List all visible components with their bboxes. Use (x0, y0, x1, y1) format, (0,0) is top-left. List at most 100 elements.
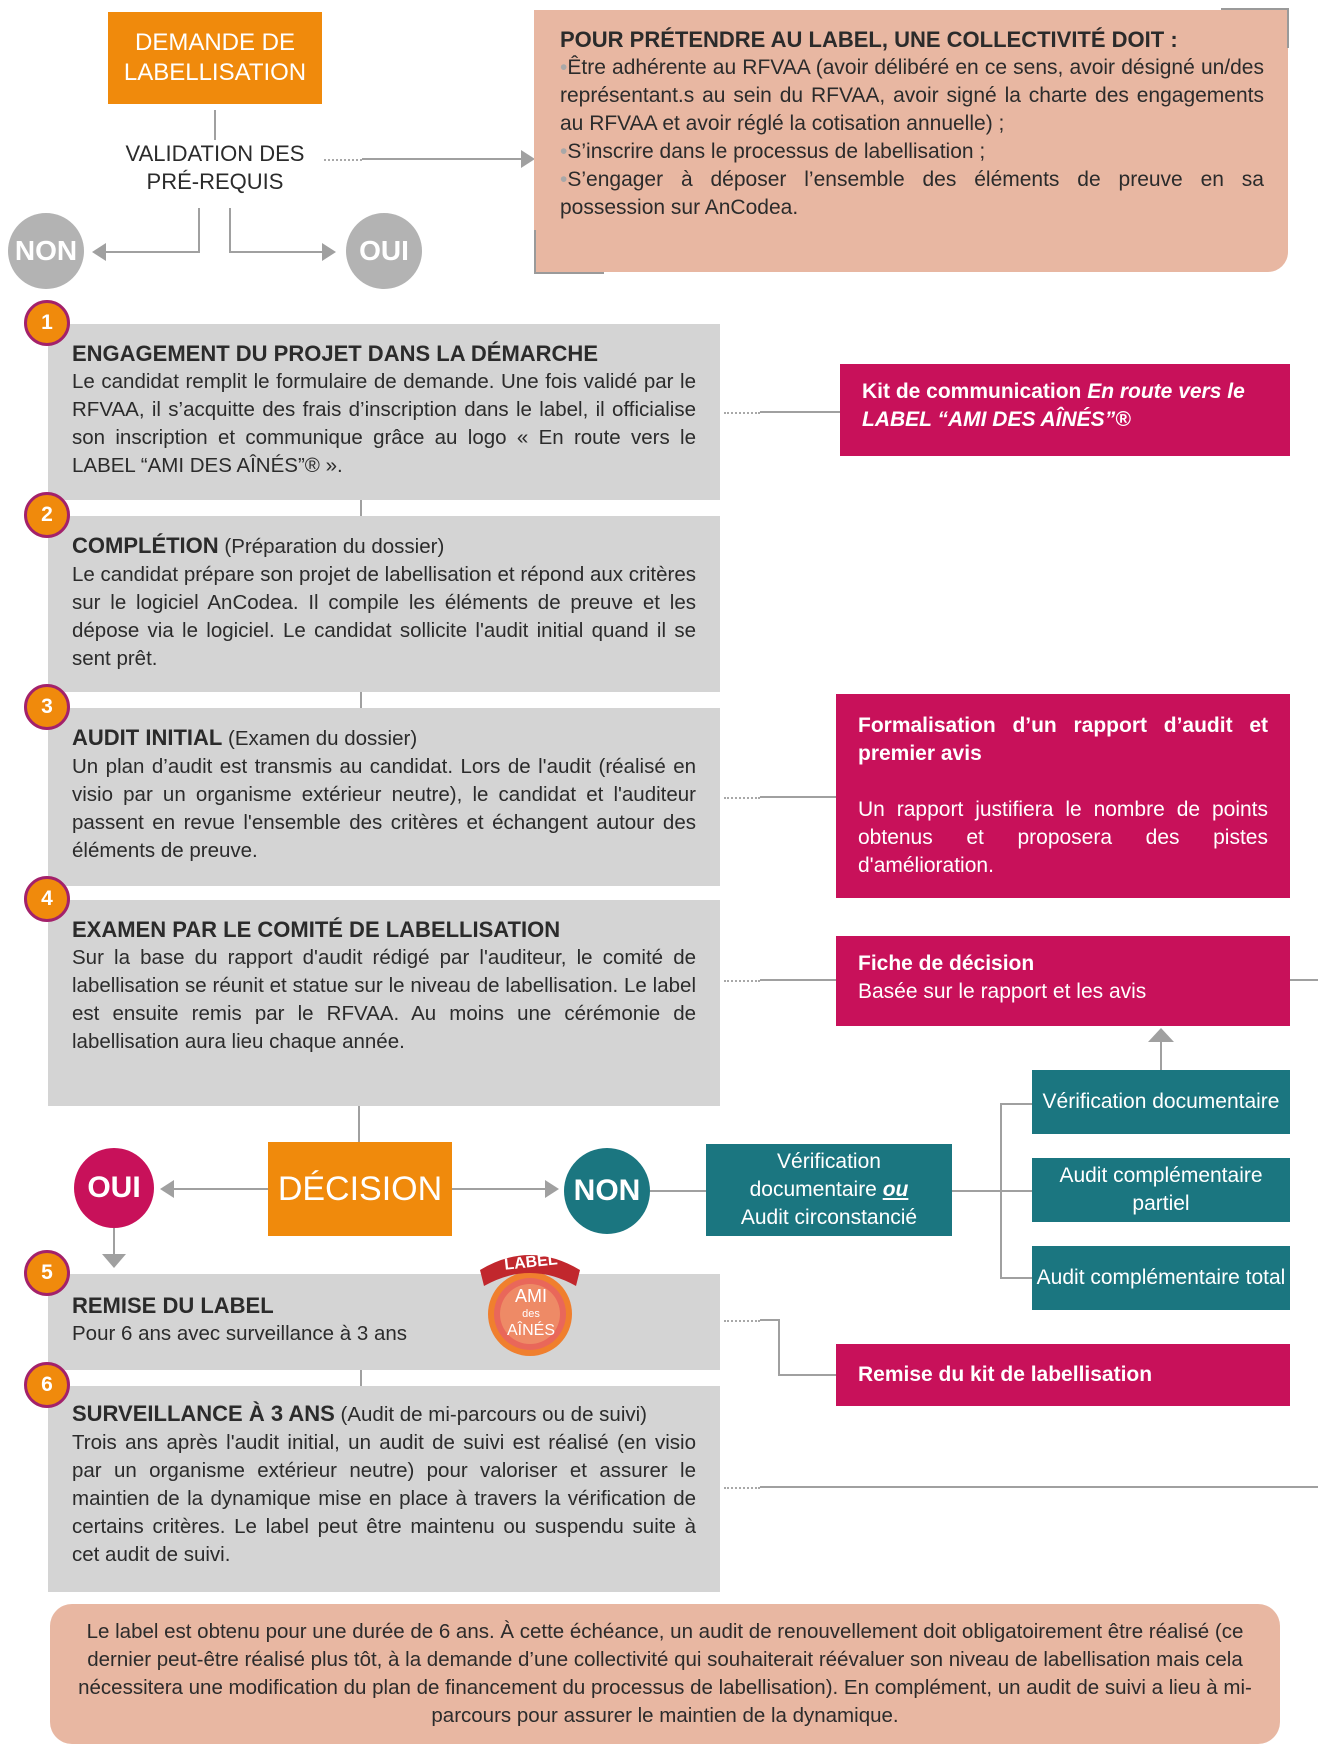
step-3-number: 3 (24, 684, 70, 730)
arrow-left-icon (92, 243, 106, 261)
step-1-body: Le candidat remplit le formulaire de dem… (72, 370, 696, 477)
step-2-number: 2 (24, 492, 70, 538)
prerequis-item: •S’inscrire dans le processus de labelli… (560, 140, 986, 163)
connector (1000, 1190, 1032, 1192)
connector (360, 692, 362, 708)
connector (360, 1370, 362, 1386)
bullet-icon: • (560, 140, 568, 163)
fiche-decision-box: Fiche de décision Basée sur le rapport e… (836, 936, 1290, 1026)
decision-label: DÉCISION (277, 1170, 443, 1208)
remise-kit-box: Remise du kit de labellisation (836, 1344, 1290, 1406)
connector (198, 208, 200, 252)
step-5-body: Pour 6 ans avec surveillance à 3 ans (72, 1322, 408, 1345)
fiche-title: Fiche de décision (858, 952, 1035, 975)
verif-line3: Audit circonstancié (740, 1206, 918, 1229)
oui-decision-circle: OUI (74, 1148, 154, 1228)
option-audit-partiel: Audit complémentaire partiel (1032, 1158, 1290, 1222)
connector (358, 1106, 360, 1142)
kit-comm-italic: En route vers le LABEL “AMI DES AÎNÉS”® (862, 380, 1245, 431)
footer-text: Le label est obtenu pour une durée de 6 … (78, 1620, 1252, 1727)
connector (104, 251, 200, 253)
connector (174, 1188, 268, 1190)
oui-circle: OUI (346, 213, 422, 289)
connector (1000, 1277, 1032, 1279)
step-5-title: REMISE DU LABEL (72, 1293, 274, 1318)
connector-dots (724, 1487, 760, 1489)
bullet-icon: • (560, 56, 568, 79)
step-2-title: COMPLÉTION (Préparation du dossier) (72, 533, 445, 558)
prerequis-item: •Être adhérente au RFVAA (avoir délibéré… (560, 56, 1264, 135)
demande-line1: DEMANDE DE (134, 29, 296, 56)
connector-dots (724, 797, 760, 799)
rapport-title: Formalisation d’un rapport d’audit et pr… (858, 714, 1268, 765)
kit-comm-prefix: Kit de communication (862, 380, 1088, 403)
step-2-body: Le candidat prépare son projet de labell… (72, 563, 696, 670)
connector (1290, 979, 1318, 981)
demande-labellisation-box: DEMANDE DE LABELLISATION (108, 12, 322, 104)
connector-dots (724, 980, 760, 982)
prerequis-title: POUR PRÉTENDRE AU LABEL, UNE COLLECTIVIT… (560, 27, 1178, 52)
remise-kit-label: Remise du kit de labellisation (858, 1363, 1153, 1386)
connector (760, 1486, 1318, 1488)
verif-line1: Vérification (777, 1150, 881, 1173)
verif-line2: documentaire ou (749, 1178, 909, 1201)
validation-prerequis: VALIDATION DES PRÉ-REQUIS (108, 140, 322, 196)
step-1-box: ENGAGEMENT DU PROJET DANS LA DÉMARCHE Le… (48, 324, 720, 500)
step-6-number: 6 (24, 1362, 70, 1408)
connector (650, 1190, 706, 1192)
connector-dots (724, 412, 760, 414)
step-6-body: Trois ans après l'audit initial, un audi… (72, 1431, 696, 1566)
step-6-box: SURVEILLANCE À 3 ANS (Audit de mi-parcou… (48, 1386, 720, 1592)
prerequis-item: •S’engager à déposer l’ensemble des élém… (560, 168, 1264, 219)
non-decision-label: NON (573, 1174, 641, 1207)
label-ami-des-aines-logo: LABEL AMI des AÎNÉS (472, 1240, 590, 1364)
connector (1160, 1040, 1162, 1070)
connector (778, 1319, 780, 1375)
connector (760, 1319, 780, 1321)
logo-graphic (480, 1255, 580, 1356)
arrow-right-icon (545, 1180, 559, 1198)
connector (760, 796, 836, 798)
step-1-title: ENGAGEMENT DU PROJET DANS LA DÉMARCHE (72, 341, 598, 366)
logo-mid-text: AMI (514, 1286, 547, 1306)
corner-line (1287, 8, 1289, 48)
connector-dots (324, 159, 362, 161)
fiche-body: Basée sur le rapport et les avis (858, 980, 1147, 1003)
step-5-number: 5 (24, 1250, 70, 1296)
connector (760, 979, 836, 981)
validation-line1: VALIDATION DES (125, 141, 305, 166)
logo-bottom-text: AÎNÉS (506, 1322, 555, 1339)
step-2-box: COMPLÉTION (Préparation du dossier) Le c… (48, 516, 720, 692)
logo-small-text: des (522, 1308, 540, 1320)
connector (229, 208, 231, 252)
connector (1000, 1103, 1032, 1105)
step-3-box: AUDIT INITIAL (Examen du dossier) Un pla… (48, 708, 720, 886)
prerequis-box: POUR PRÉTENDRE AU LABEL, UNE COLLECTIVIT… (534, 10, 1288, 272)
corner-line (1221, 8, 1289, 10)
connector (778, 1374, 836, 1376)
arrow-right-icon (521, 150, 535, 168)
arrow-down-icon (102, 1254, 126, 1268)
rapport-body: Un rapport justifiera le nombre de point… (858, 798, 1268, 877)
step-4-title: EXAMEN PAR LE COMITÉ DE LABELLISATION (72, 917, 561, 942)
option-verif-documentaire: Vérification documentaire (1032, 1070, 1290, 1134)
validation-line2: PRÉ-REQUIS (146, 169, 284, 194)
corner-line (534, 272, 604, 274)
connector (952, 1190, 1000, 1192)
connector (362, 158, 522, 160)
connector (214, 110, 216, 140)
non-label: NON (14, 235, 78, 266)
decision-box: DÉCISION (268, 1142, 452, 1236)
connector (452, 1188, 546, 1190)
oui-label: OUI (359, 235, 409, 266)
arrow-right-icon (322, 243, 336, 261)
connector (360, 500, 362, 516)
option-audit-total: Audit complémentaire total (1032, 1246, 1290, 1310)
rapport-audit-box: Formalisation d’un rapport d’audit et pr… (836, 694, 1290, 898)
step-4-number: 4 (24, 876, 70, 922)
step-4-body: Sur la base du rapport d'audit rédigé pa… (72, 946, 696, 1053)
non-decision-circle: NON (564, 1148, 650, 1234)
corner-line (534, 230, 536, 274)
step-3-body: Un plan d’audit est transmis au candidat… (72, 755, 696, 862)
footer-note: Le label est obtenu pour une durée de 6 … (50, 1604, 1280, 1744)
